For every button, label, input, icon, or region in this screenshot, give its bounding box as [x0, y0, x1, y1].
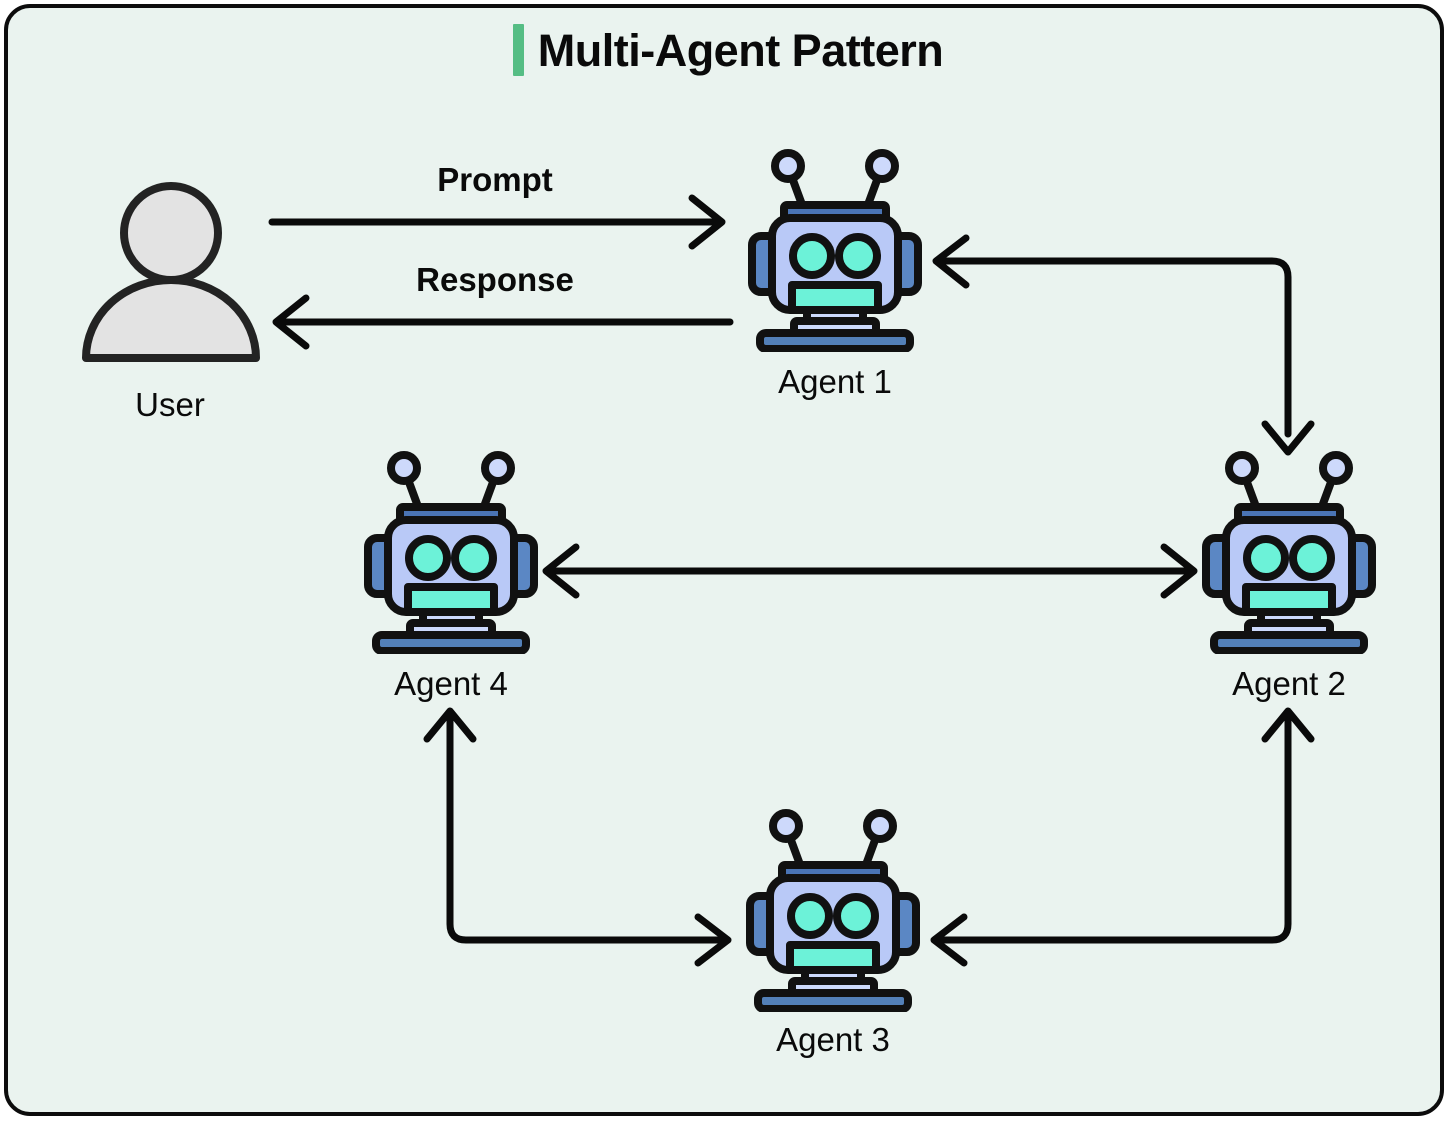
robot-icon: [364, 451, 538, 654]
edge-agent1-agent2: [932, 234, 1315, 456]
edge-agent4-agent3: [423, 707, 732, 967]
edge-response: [272, 294, 734, 350]
agent2-label: Agent 2: [1232, 665, 1346, 702]
edge-agent4-agent2: [542, 543, 1198, 599]
agent4-label: Agent 4: [394, 665, 508, 702]
edge-label-response: Response: [416, 261, 574, 298]
title-text: Multi-Agent Pattern: [537, 24, 944, 76]
user-label: User: [135, 386, 205, 423]
user-icon: [82, 182, 260, 362]
agent3-label: Agent 3: [776, 1021, 890, 1058]
title-accent-bar: [512, 24, 524, 76]
robot-icon: [1202, 451, 1376, 654]
robot-icon: [748, 149, 922, 352]
edge-label-prompt: Prompt: [437, 161, 553, 198]
edge-prompt: [268, 194, 726, 250]
page-title: Multi-Agent Pattern: [0, 24, 1456, 76]
robot-icon: [746, 809, 920, 1012]
edge-agent3-agent2: [930, 707, 1315, 967]
agent1-label: Agent 1: [778, 363, 892, 400]
